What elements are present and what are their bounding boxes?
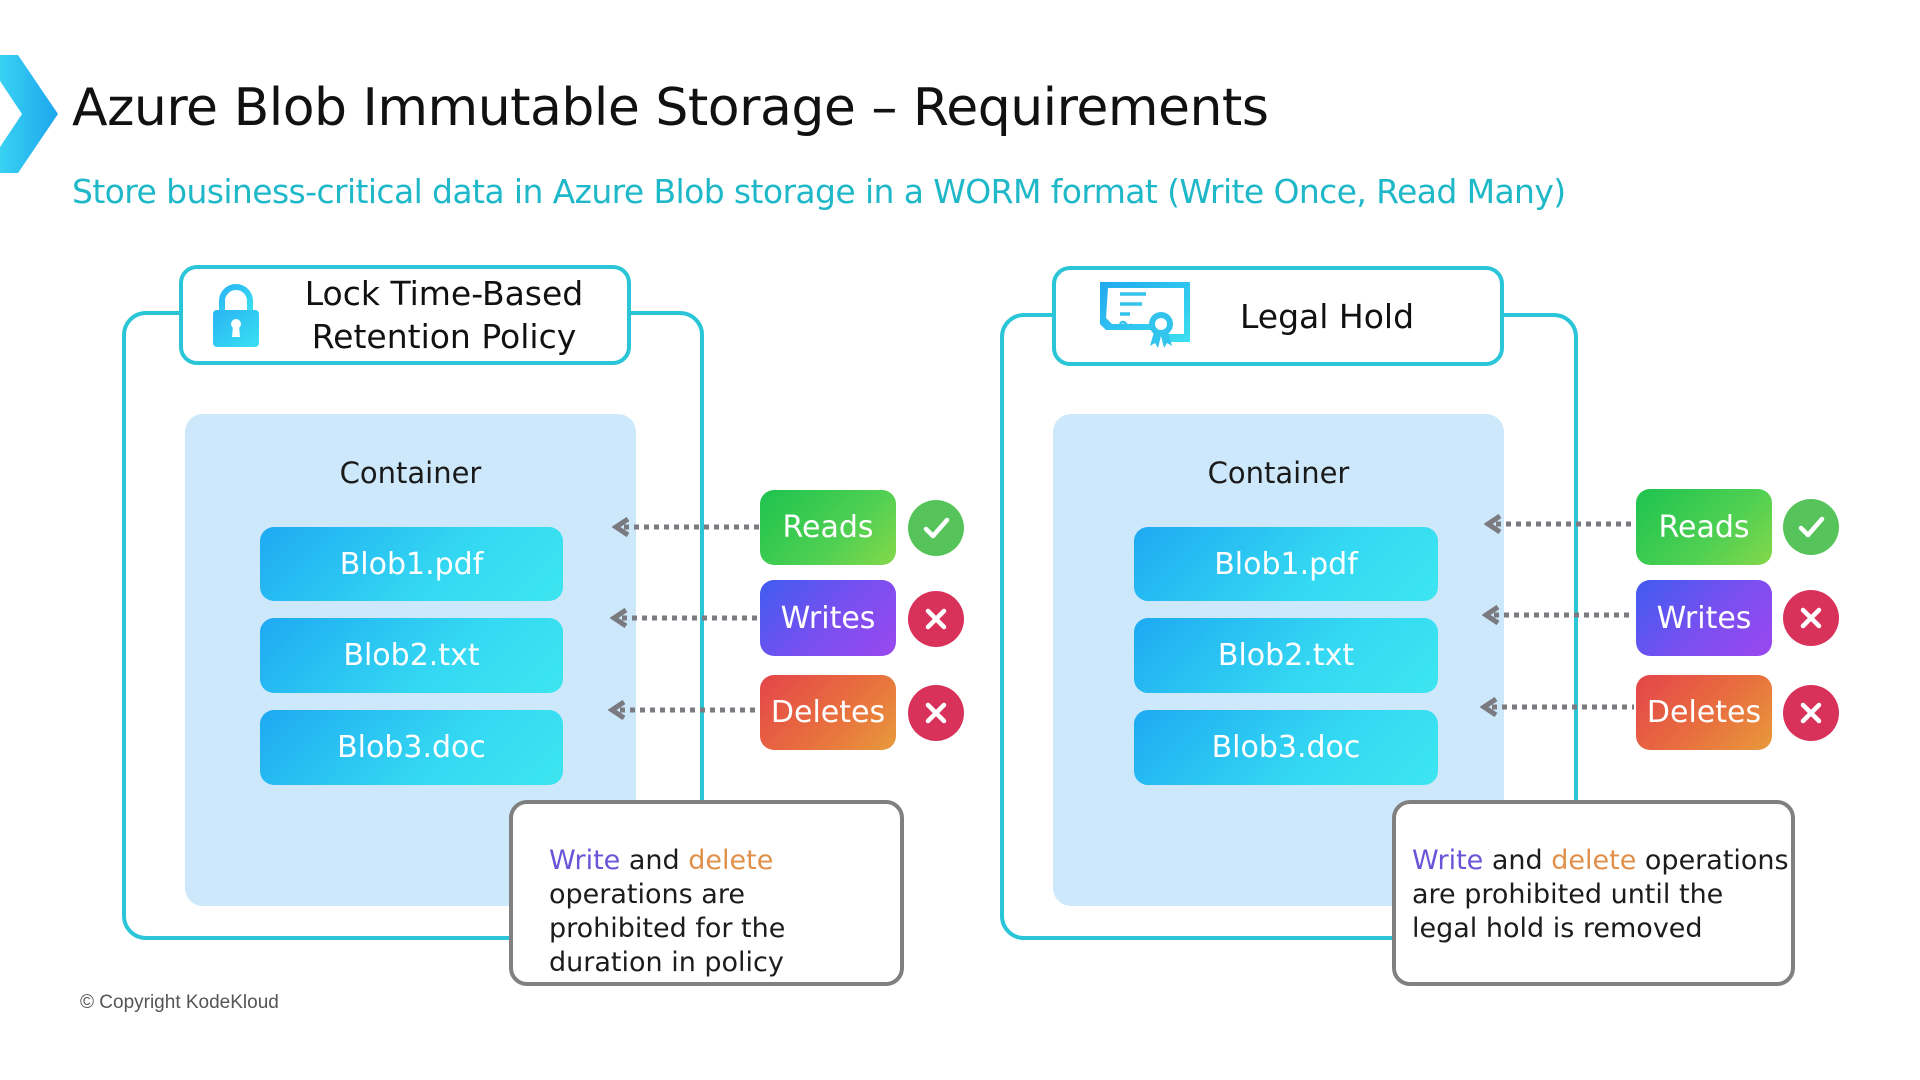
blob-name: Blob3.doc [337,730,486,765]
operation-label: Writes [780,600,876,636]
operation-label: Writes [1656,600,1752,636]
panel-heading-line2: Retention Policy [311,317,577,356]
blob-item: Blob1.pdf [1134,527,1438,601]
panel-heading-line1: Legal Hold [1239,296,1415,336]
note-delete-word: delete [688,845,774,876]
brand-chevron-icon [0,55,58,173]
panel-heading-line1: Lock Time-Based [304,274,584,313]
blob-name: Blob3.doc [1211,730,1361,765]
check-icon [1783,499,1839,555]
dotted-arrow-icon [1480,697,1634,717]
check-icon [908,500,964,556]
deletes-operation: Deletes [760,675,896,750]
x-icon [908,591,964,647]
reads-operation: Reads [1636,489,1772,565]
blob-item: Blob2.txt [260,618,563,693]
retention-policy-header: Lock Time-Based Retention Policy [179,265,631,365]
copyright-footer: © Copyright KodeKloud [80,992,279,1013]
note-text: Write and delete operations are prohibit… [1412,844,1792,946]
retention-note-box: Write and delete operations are prohibit… [509,800,904,986]
operation-label: Reads [782,510,874,545]
note-rest: operations are prohibited for the durati… [549,879,786,978]
blob-name: Blob1.pdf [339,546,484,582]
dotted-arrow-icon [610,608,760,628]
reads-operation: Reads [760,490,896,565]
x-icon [1783,685,1839,741]
dotted-arrow-icon [1484,514,1634,534]
x-icon [1783,590,1839,646]
blob-item: Blob1.pdf [260,527,563,601]
writes-operation: Writes [760,580,896,656]
note-write-word: Write [549,845,621,876]
note-line1-rest: operations [1636,845,1789,876]
dotted-arrow-icon [608,700,760,720]
x-icon [908,685,964,741]
blob-item: Blob2.txt [1134,618,1438,693]
blob-name: Blob2.txt [1217,638,1355,673]
page-subtitle: Store business-critical data in Azure Bl… [72,172,1566,211]
dotted-arrow-icon [1482,605,1634,625]
legal-hold-note-box: Write and delete operations are prohibit… [1392,800,1795,986]
note-text: Write and delete operations are prohibit… [549,844,889,980]
note-write-word: Write [1412,845,1484,876]
note-and-word: and [620,845,689,876]
lock-icon [213,284,259,347]
legal-hold-header: Legal Hold [1052,266,1504,366]
note-rest: are prohibited until the legal hold is r… [1412,879,1724,944]
container-label: Container [339,456,482,490]
writes-operation: Writes [1636,580,1772,656]
operation-label: Deletes [770,695,886,730]
operation-label: Reads [1658,509,1750,545]
certificate-icon [1100,282,1190,348]
dotted-arrow-icon [612,517,760,537]
blob-name: Blob1.pdf [1214,546,1358,582]
note-and-word: and [1483,845,1552,876]
blob-name: Blob2.txt [343,638,480,673]
page-title: Azure Blob Immutable Storage – Requireme… [72,78,1269,138]
note-delete-word: delete [1551,845,1637,876]
container-label: Container [1207,456,1350,490]
blob-item: Blob3.doc [1134,710,1438,785]
deletes-operation: Deletes [1636,675,1772,750]
operation-label: Deletes [1646,695,1762,730]
blob-item: Blob3.doc [260,710,563,785]
